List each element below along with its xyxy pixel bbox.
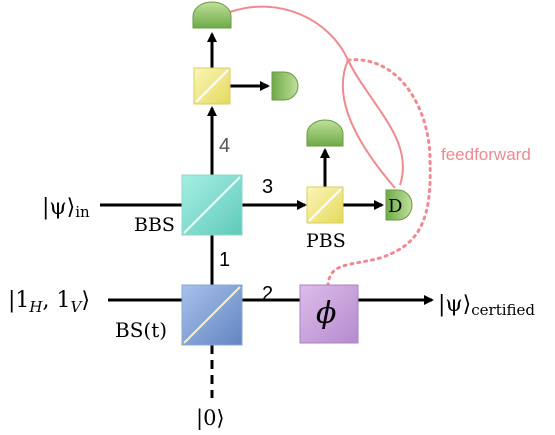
mode-3-label: 3 xyxy=(262,176,273,198)
pbs-label: PBS xyxy=(306,230,346,252)
feedforward-line-solid xyxy=(229,5,404,186)
upper-polarizing-beam-splitter xyxy=(193,67,231,105)
mode-2-label: 2 xyxy=(262,283,273,305)
upper-right-detector-icon xyxy=(271,71,299,101)
pbs-top-detector-icon xyxy=(306,119,344,147)
psi-certified-label: |ψ⟩certified xyxy=(438,292,535,319)
feedforward-label: feedforward xyxy=(441,145,531,164)
input-state-label: |1H, 1V⟩ xyxy=(8,288,90,316)
psi-in-label: |ψ⟩in xyxy=(42,195,90,221)
mode-1-label: 1 xyxy=(219,249,230,271)
top-detector-icon xyxy=(192,1,232,29)
bs-t-beam-splitter xyxy=(181,284,243,346)
feedforward-line-solid-2 xyxy=(341,59,396,189)
bbs-label: BBS xyxy=(134,214,175,236)
mode-4-label: 4 xyxy=(219,135,230,157)
feedforward-line-dotted xyxy=(326,58,432,287)
pbs-polarizing-beam-splitter xyxy=(306,186,344,224)
phase-label: ϕ xyxy=(316,296,336,331)
phase-shifter xyxy=(299,284,359,344)
bbs-beam-splitter xyxy=(181,174,243,236)
d-detector-icon xyxy=(385,189,413,221)
detector-d-label: D xyxy=(388,196,402,217)
vacuum-label: |0⟩ xyxy=(196,406,225,431)
bs-t-label: BS(t) xyxy=(115,318,167,342)
